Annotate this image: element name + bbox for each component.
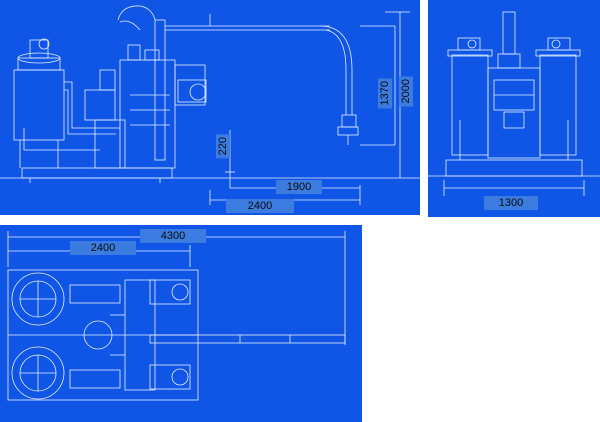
top-view-drawing [7, 231, 346, 401]
dim-front-width: 1300 [484, 196, 538, 210]
front-view-panel: 1300 [428, 0, 600, 217]
dim-reach: 1900 [276, 180, 322, 194]
front-view-drawing [428, 11, 600, 196]
dim-arm-height: 1370 [378, 78, 392, 109]
dim-total-height: 2000 [399, 76, 413, 107]
side-view-panel: 1900 2400 220 1370 2000 [0, 0, 420, 215]
top-view-panel: 2400 4300 [0, 225, 362, 422]
dim-width-total: 2400 [226, 199, 294, 213]
side-view-drawing [0, 5, 420, 205]
dim-top-inner-length: 2400 [70, 241, 136, 255]
dim-top-total-length: 4300 [140, 229, 206, 243]
dim-base-height: 220 [216, 134, 230, 159]
